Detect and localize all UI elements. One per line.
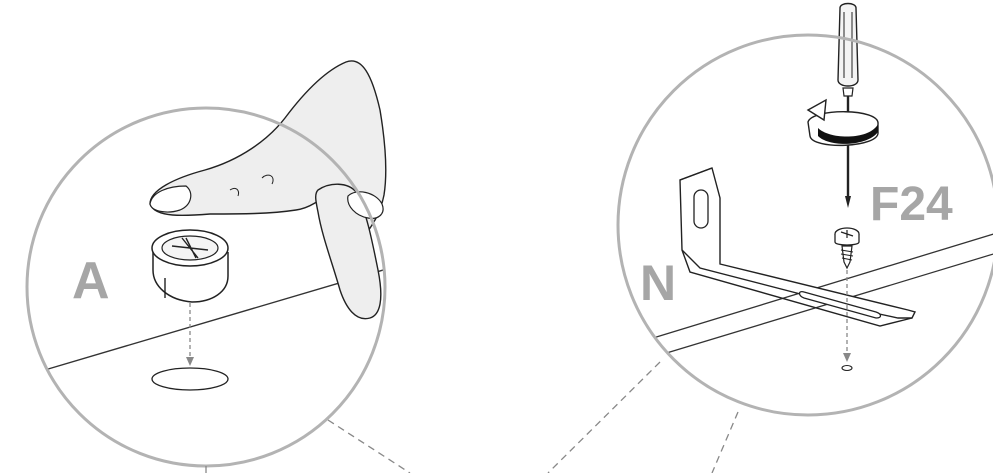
- detail-circle-right: N F24: [618, 4, 993, 416]
- arrow-down-icon: [186, 357, 194, 366]
- callout-line-right-1: [548, 362, 660, 473]
- part-label-f24: F24: [870, 178, 953, 231]
- screwdriver: [838, 4, 858, 209]
- part-label-n: N: [640, 255, 676, 311]
- callout-line-right-2: [712, 412, 738, 473]
- drill-hole: [152, 368, 228, 390]
- callout-line-left-2: [328, 420, 410, 473]
- detail-circle-left: A: [27, 61, 390, 466]
- part-label-a: A: [72, 252, 110, 310]
- callout-lines: [206, 362, 738, 473]
- rotate-clockwise-icon: [808, 100, 878, 145]
- arrow-down-icon: [843, 353, 851, 362]
- screw: [835, 228, 859, 268]
- screw-hole: [842, 366, 852, 371]
- cam-fitting: [152, 230, 228, 302]
